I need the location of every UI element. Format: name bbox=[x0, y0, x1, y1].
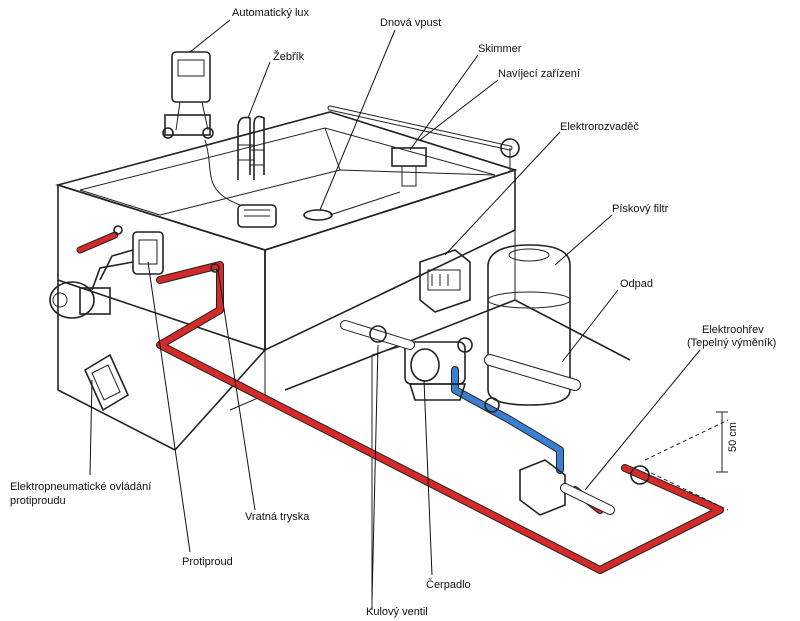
label-navijeci-zarizeni: Navíjecí zařízení bbox=[498, 68, 580, 80]
label-piskovy-filtr: Pískový filtr bbox=[612, 203, 669, 215]
leader-lines bbox=[89, 19, 701, 601]
height-dimension: 50 cm bbox=[644, 411, 739, 511]
label-skimmer: Skimmer bbox=[478, 43, 522, 55]
counter-current-unit bbox=[91, 225, 220, 291]
label-elektropneumaticke-line2: protiproudu bbox=[10, 495, 66, 507]
heat-exchanger bbox=[519, 459, 650, 516]
label-elektropneumaticke-line1: Elektropneumatické ovládání bbox=[10, 481, 151, 493]
label-protiproud: Protiproud bbox=[182, 556, 233, 568]
labels: Automatický lux Žebřík Dnová vpust Skimm… bbox=[10, 7, 776, 618]
label-automaticky-lux: Automatický lux bbox=[232, 7, 310, 19]
circulation-pump bbox=[404, 341, 467, 401]
label-elektroohrev-line1: Elektroohřev bbox=[702, 324, 764, 336]
suction-pipe bbox=[451, 366, 564, 474]
label-cerpadlo: Čerpadlo bbox=[426, 578, 471, 591]
label-dnova-vpust: Dnová vpust bbox=[380, 17, 441, 29]
pneumatic-control-box bbox=[83, 353, 130, 412]
electric-panel bbox=[419, 249, 471, 313]
label-odpad: Odpad bbox=[620, 278, 653, 290]
ball-valves bbox=[340, 320, 500, 413]
pool-basin bbox=[55, 111, 631, 610]
sand-filter bbox=[484, 244, 581, 406]
automatic-vacuum bbox=[162, 51, 277, 228]
label-vratna-tryska: Vratná tryska bbox=[245, 511, 310, 523]
label-zebrik: Žebřík bbox=[273, 50, 305, 63]
label-elektroohrev-line2: (Tepelný výměník) bbox=[687, 337, 776, 349]
dimension-label: 50 cm bbox=[727, 422, 739, 452]
label-elektrorozvadec: Elektrorozvaděč bbox=[560, 121, 639, 133]
pool-ladder bbox=[237, 115, 265, 180]
bottom-drain bbox=[303, 191, 401, 221]
counter-current-pump bbox=[49, 281, 111, 319]
skimmer bbox=[391, 147, 427, 187]
label-kulovy-ventil: Kulový ventil bbox=[366, 606, 428, 618]
